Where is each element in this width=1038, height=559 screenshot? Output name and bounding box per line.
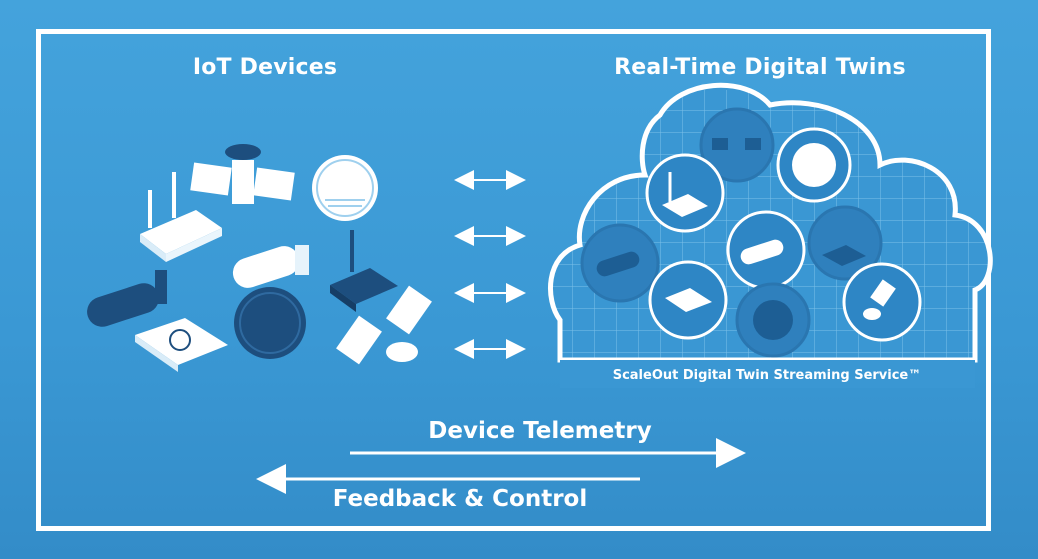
router-icon xyxy=(140,172,222,262)
smoke-detector-dark-icon xyxy=(234,287,306,359)
twin-satellite-dark xyxy=(699,107,775,183)
thermostat-icon xyxy=(135,318,228,372)
service-bar xyxy=(560,360,975,388)
twin-router-dark xyxy=(807,205,883,281)
twin-smoke-detector xyxy=(776,127,852,203)
bidirectional-arrows xyxy=(454,170,526,359)
smoke-detector-icon xyxy=(312,155,378,221)
digital-twins-title: Real-Time Digital Twins xyxy=(614,55,906,80)
twin-thermostat xyxy=(648,260,728,340)
twin-camera-dark xyxy=(580,223,660,303)
twin-smoke-detector-dark xyxy=(735,282,811,358)
satellite-2-icon xyxy=(336,285,432,365)
camera-dark-icon xyxy=(87,270,167,327)
twin-router xyxy=(645,153,725,233)
device-telemetry-label: Device Telemetry xyxy=(428,418,652,444)
iot-devices-title: IoT Devices xyxy=(192,55,338,80)
service-label: ScaleOut Digital Twin Streaming Service™ xyxy=(613,368,922,383)
security-camera-icon xyxy=(232,245,309,288)
twin-satellite xyxy=(842,262,922,342)
router-dark-icon xyxy=(330,230,398,312)
feedback-control-label: Feedback & Control xyxy=(332,486,588,512)
twin-camera xyxy=(726,210,806,290)
satellite-icon xyxy=(190,144,295,204)
